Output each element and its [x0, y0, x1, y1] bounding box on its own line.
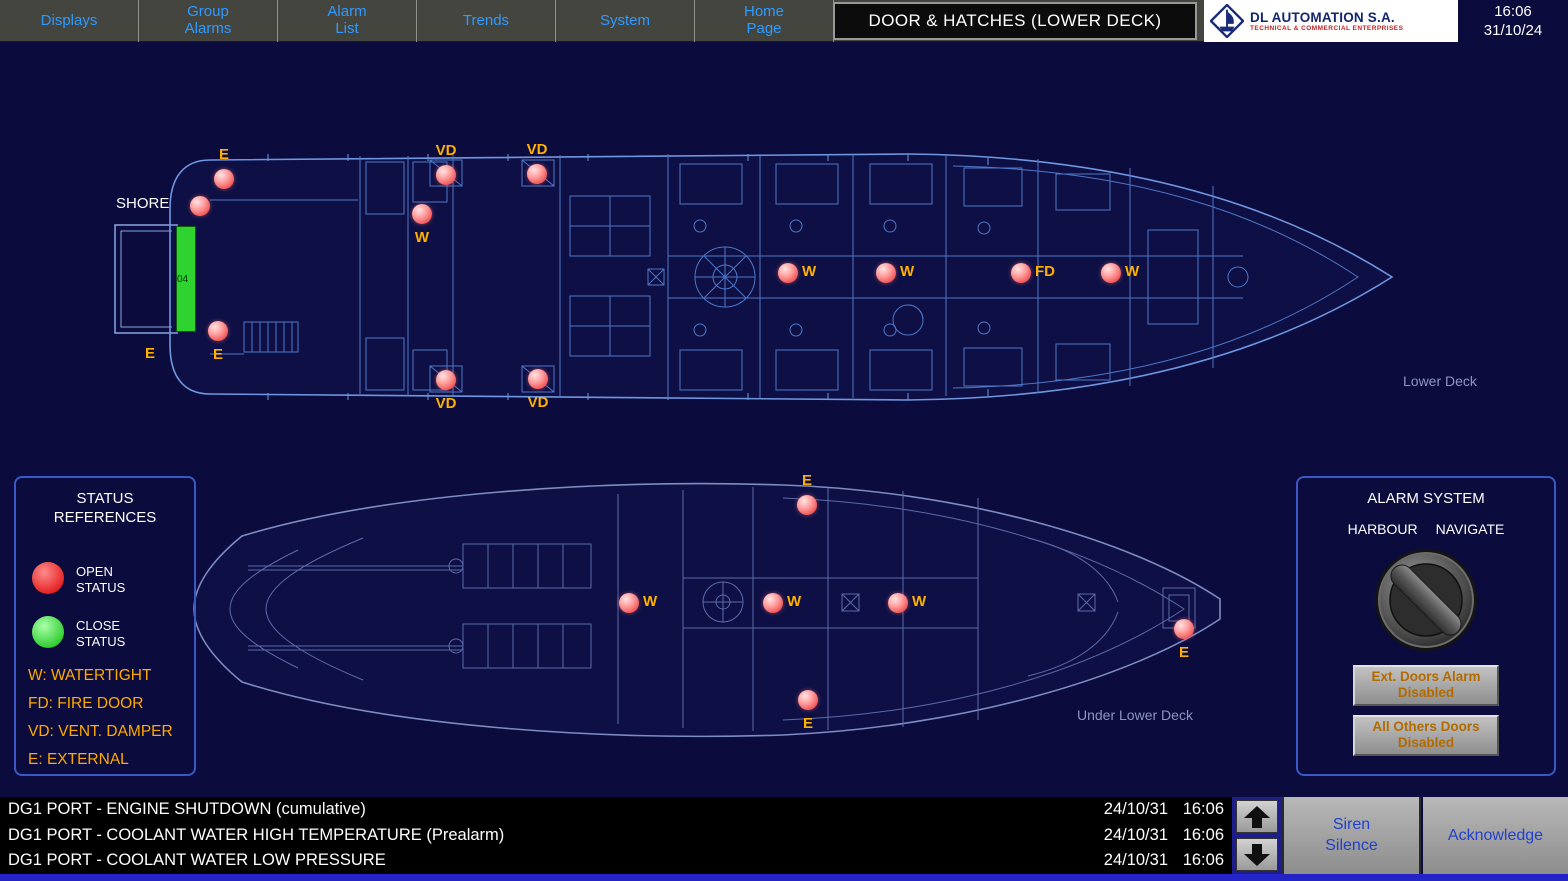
acknowledge-button[interactable]: Acknowledge: [1423, 797, 1568, 874]
close-status-label: CLOSE STATUS: [76, 618, 126, 649]
page-title: DOOR & HATCHES (LOWER DECK): [833, 2, 1197, 40]
close-status-icon: [32, 616, 64, 648]
legend-item: FD: FIRE DOOR: [28, 695, 144, 712]
nav-button-home-page[interactable]: Home Page: [695, 0, 834, 42]
alarm-text: DG1 PORT - COOLANT WATER HIGH TEMPERATUR…: [8, 825, 505, 844]
nav-button-displays[interactable]: Displays: [0, 0, 139, 42]
shore-door-indicator: 04: [176, 226, 196, 332]
alarm-date: 24/10/31: [1103, 851, 1168, 870]
scroll-up-button[interactable]: [1236, 800, 1278, 833]
alarm-row: DG1 PORT - COOLANT WATER LOW PRESSURE 24/…: [0, 848, 1232, 874]
nav-button-trends[interactable]: Trends: [417, 0, 556, 42]
alarm-time: 16:06: [1182, 800, 1224, 819]
siren-silence-button[interactable]: Siren Silence: [1282, 797, 1421, 874]
alarm-date: 24/10/31: [1103, 825, 1168, 844]
deck-name-lower: Lower Deck: [1403, 373, 1477, 389]
alarm-time: 16:06: [1182, 851, 1224, 870]
legend-item: W: WATERTIGHT: [28, 667, 152, 684]
harbour-mode-label: HARBOUR: [1347, 520, 1418, 537]
alarm-scroll-controls: [1232, 797, 1282, 874]
bottom-strip: [0, 874, 1568, 881]
under-lower-deck-plan: [193, 482, 1221, 738]
alarm-mode-knob[interactable]: [1373, 547, 1479, 653]
open-status-icon: [32, 562, 64, 594]
up-arrow-icon: [1244, 805, 1270, 828]
nav-button-group-alarms[interactable]: Group Alarms: [139, 0, 278, 42]
shore-door-id: 04: [177, 273, 189, 285]
door-type-legend: W: WATERTIGHT FD: FIRE DOOR VD: VENT. DAMP…: [28, 662, 188, 774]
lower-deck-plan: [114, 153, 1394, 401]
alarm-text: DG1 PORT - ENGINE SHUTDOWN (cumulative): [8, 800, 366, 819]
alarm-text: DG1 PORT - COOLANT WATER LOW PRESSURE: [8, 851, 386, 870]
ext-doors-alarm-button[interactable]: Ext. Doors Alarm Disabled: [1353, 664, 1499, 706]
nav-button-system[interactable]: System: [556, 0, 695, 42]
all-others-doors-button[interactable]: All Others Doors Disabled: [1353, 714, 1499, 756]
alarm-panel-title: ALARM SYSTEM: [1367, 490, 1485, 507]
logo-subtitle: TECHNICAL & COMMERCIAL ENTERPRISES: [1250, 25, 1404, 32]
alarm-row: DG1 PORT - ENGINE SHUTDOWN (cumulative) 2…: [0, 797, 1232, 823]
open-status-label: OPEN STATUS: [76, 564, 126, 595]
status-panel-title: STATUS REFERENCES: [53, 490, 157, 526]
alarm-date: 24/10/31: [1103, 800, 1168, 819]
clock: 16:06 31/10/24: [1458, 0, 1568, 42]
company-logo: DL AUTOMATION S.A. TECHNICAL & COMMERCIA…: [1204, 0, 1458, 42]
scroll-down-button[interactable]: [1236, 838, 1278, 871]
alarm-list: DG1 PORT - ENGINE SHUTDOWN (cumulative) 2…: [0, 797, 1232, 874]
nav-button-alarm-list[interactable]: Alarm List: [278, 0, 417, 42]
clock-date: 31/10/24: [1483, 21, 1543, 39]
down-arrow-icon: [1244, 843, 1270, 866]
deck-name-under-lower: Under Lower Deck: [1077, 707, 1193, 723]
alarm-row: DG1 PORT - COOLANT WATER HIGH TEMPERATUR…: [0, 823, 1232, 849]
status-references-panel: STATUS REFERENCES OPEN STATUS CLOSE STAT…: [14, 476, 196, 776]
shore-label: SHORE: [116, 195, 170, 212]
clock-time: 16:06: [1494, 3, 1532, 20]
logo-name: DL AUTOMATION S.A.: [1250, 10, 1395, 25]
navigate-mode-label: NAVIGATE: [1435, 520, 1505, 537]
legend-item: E: EXTERNAL: [28, 751, 129, 768]
alarm-system-panel: ALARM SYSTEM HARBOUR NAVIGATE Ext. Doors…: [1296, 476, 1556, 776]
knob-icon: [1375, 548, 1477, 651]
alarm-time: 16:06: [1182, 825, 1224, 844]
logo-sailboat-icon: [1210, 4, 1244, 38]
legend-item: VD: VENT. DAMPER: [28, 723, 173, 740]
